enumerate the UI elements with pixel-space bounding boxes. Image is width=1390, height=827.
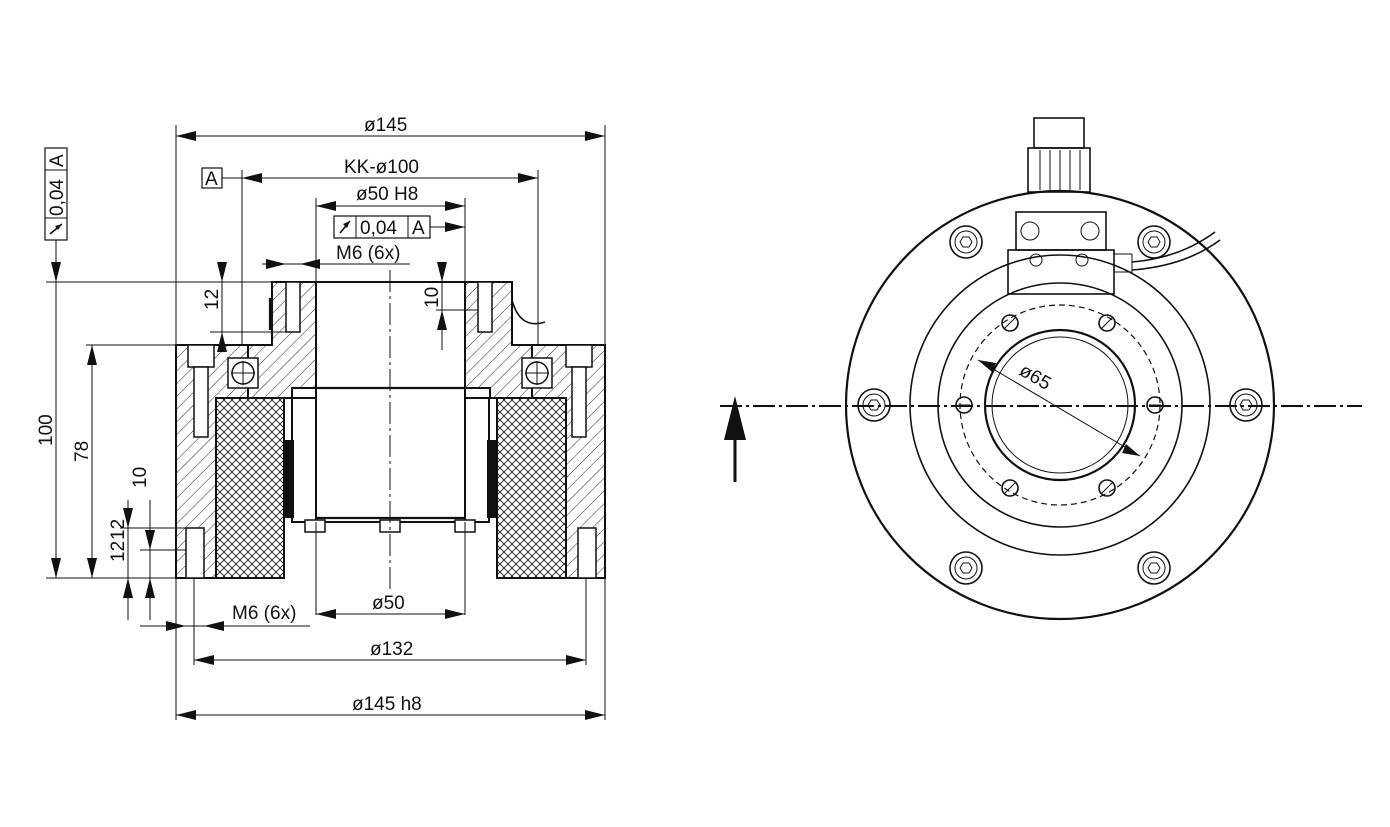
dim-d145-top: ø145 — [364, 115, 407, 136]
dim-78: 78 — [72, 441, 93, 462]
dim-100: 100 — [36, 414, 57, 446]
dim-d50h8: ø50 H8 — [356, 184, 418, 205]
dim-10-bottom: 10 — [130, 467, 151, 488]
elastomer-left — [215, 397, 285, 579]
dim-d145h8: ø145 h8 — [352, 694, 422, 715]
dim-d50: ø50 — [372, 593, 405, 614]
dimension-lines — [46, 125, 606, 720]
bearing-right — [521, 357, 553, 389]
bearing-left — [227, 357, 259, 389]
section-view — [175, 270, 606, 590]
dim-m6-top: M6 (6x) — [336, 243, 400, 264]
dim-10-top: 10 — [422, 287, 443, 308]
dim-kk100: KK-ø100 — [344, 157, 419, 178]
tol-left-value: 0,04 — [47, 179, 68, 216]
elastomer-right — [496, 397, 567, 579]
tolerance-frame-inner — [333, 215, 431, 239]
tolerance-frame-left — [44, 147, 68, 241]
dim-d65: ø65 — [1016, 360, 1055, 395]
dim-12-top: 12 — [202, 289, 223, 310]
datum-a-box — [201, 167, 223, 189]
connector-icon — [1007, 117, 1221, 295]
datum-a-label: A — [205, 169, 218, 190]
front-view: ø65 — [720, 117, 1362, 621]
dim-d132: ø132 — [370, 639, 413, 660]
tol-inner-value: 0,04 — [360, 218, 397, 239]
dim-12-bottom-b: 12 — [108, 519, 129, 540]
tol-inner-datum: A — [412, 218, 425, 239]
tol-left-datum: A — [47, 154, 68, 167]
dim-12-bottom-a: 12 — [108, 541, 129, 562]
dim-m6-bottom: M6 (6x) — [232, 603, 296, 624]
